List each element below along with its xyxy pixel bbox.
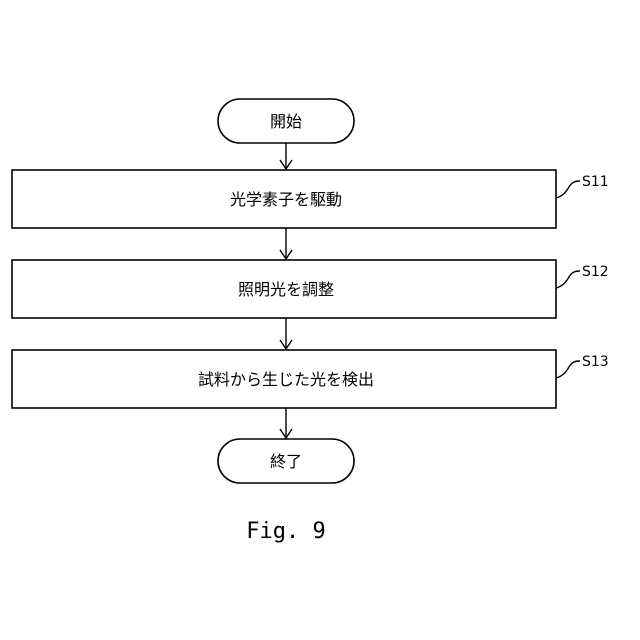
end-terminal: 終了 bbox=[218, 439, 354, 483]
arrow-s11-to-s12 bbox=[280, 228, 292, 259]
process-step-s12: 照明光を調整 bbox=[12, 260, 556, 318]
step-s11-ref: S11 bbox=[582, 174, 609, 190]
start-label: 開始 bbox=[270, 112, 302, 131]
start-terminal: 開始 bbox=[218, 99, 354, 143]
end-label: 終了 bbox=[270, 452, 302, 471]
step-s13-leader bbox=[556, 361, 580, 378]
arrow-s12-to-s13 bbox=[280, 318, 292, 349]
step-s11-leader bbox=[556, 181, 580, 198]
step-s12-ref: S12 bbox=[582, 264, 609, 280]
step-s11-label: 光学素子を駆動 bbox=[230, 190, 342, 209]
process-step-s13: 試料から生じた光を検出 bbox=[12, 350, 556, 408]
arrow-s13-to-end bbox=[280, 408, 292, 438]
process-step-s11: 光学素子を駆動 bbox=[12, 170, 556, 228]
step-s13-ref: S13 bbox=[582, 354, 609, 370]
step-s12-leader bbox=[556, 271, 580, 288]
arrow-start-to-s11 bbox=[280, 143, 292, 169]
step-s12-label: 照明光を調整 bbox=[238, 280, 334, 299]
step-s13-label: 試料から生じた光を検出 bbox=[198, 370, 374, 389]
figure-caption: Fig. 9 bbox=[246, 519, 325, 544]
